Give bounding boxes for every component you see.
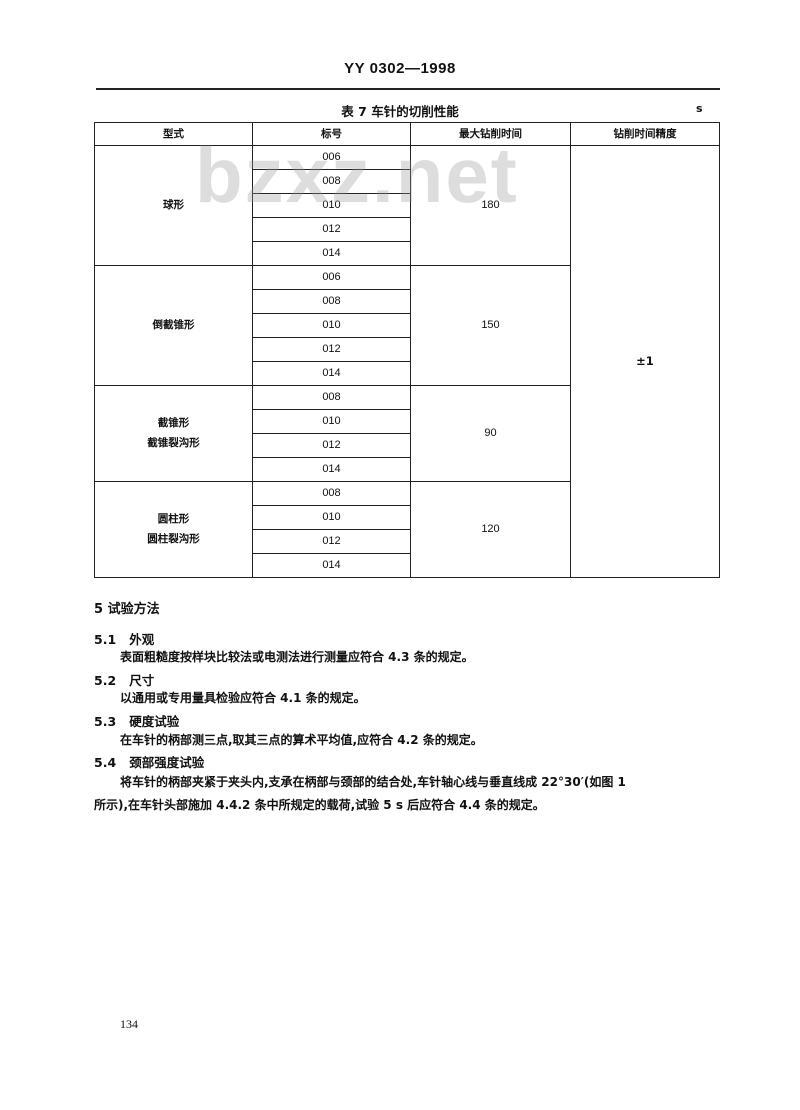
subsection-5-2-text: 以通用或专用量具检验应符合 4.1 条的规定。 bbox=[120, 691, 366, 705]
cutting-performance-table: 型式 标号 最大钻削时间 钻削时间精度 球形 006 180 ±1 008 01… bbox=[94, 122, 720, 578]
code-cell: 010 bbox=[252, 409, 411, 434]
code-cell: 008 bbox=[252, 289, 411, 314]
column-header-type: 型式 bbox=[94, 122, 253, 146]
code-cell: 010 bbox=[252, 505, 411, 530]
code-cell: 008 bbox=[252, 385, 411, 410]
max-time-cell: 150 bbox=[410, 265, 571, 386]
subsection-number: 5.4 bbox=[94, 755, 117, 770]
column-header-precision: 钻削时间精度 bbox=[570, 122, 720, 146]
subsection-5-4-text-line1: 将车针的柄部夹紧于夹头内,支承在柄部与颈部的结合处,车针轴心线与垂直线成 22°… bbox=[120, 775, 626, 789]
header-rule bbox=[96, 88, 720, 90]
code-cell: 014 bbox=[252, 361, 411, 386]
page-number: 134 bbox=[120, 1017, 138, 1031]
table-row: 014 bbox=[95, 457, 720, 482]
column-header-code: 标号 bbox=[252, 122, 411, 146]
table-row: 012 bbox=[95, 529, 720, 554]
table-row: 012 bbox=[95, 217, 720, 242]
table-row: 倒截锥形 006 150 bbox=[94, 265, 720, 386]
subsection-5-1-text: 表面粗糙度按样块比较法或电测法进行测量应符合 4.3 条的规定。 bbox=[120, 650, 474, 664]
subsection-title: 尺寸 bbox=[129, 673, 155, 688]
type-cell: 截锥形 截锥裂沟形 bbox=[94, 385, 253, 482]
code-cell: 014 bbox=[252, 241, 411, 266]
table-row: 010 bbox=[95, 313, 720, 338]
code-cell: 012 bbox=[252, 337, 411, 362]
code-cell: 008 bbox=[252, 169, 411, 194]
code-cell: 008 bbox=[252, 481, 411, 506]
precision-cell: ±1 bbox=[570, 145, 720, 578]
type-label: 倒截锥形 bbox=[152, 318, 195, 331]
type-label: 圆柱形 bbox=[157, 512, 190, 525]
table-row: 008 bbox=[95, 169, 720, 194]
subsection-number: 5.1 bbox=[94, 632, 117, 647]
subsection-number: 5.3 bbox=[94, 714, 117, 729]
subsection-5-4-text-line2: 所示),在车针头部施加 4.4.2 条中所规定的载荷,试验 5 s 后应符合 4… bbox=[94, 798, 545, 812]
code-cell: 014 bbox=[252, 457, 411, 482]
table-header-row: 型式 标号 最大钻削时间 钻削时间精度 bbox=[94, 122, 720, 146]
table-row: 截锥形 截锥裂沟形 008 90 bbox=[94, 385, 720, 482]
code-cell: 010 bbox=[252, 313, 411, 338]
subsection-title: 颈部强度试验 bbox=[129, 755, 205, 770]
table-row: 圆柱形 圆柱裂沟形 008 120 bbox=[94, 481, 720, 578]
subsection-title: 外观 bbox=[129, 632, 155, 647]
type-label: 截锥裂沟形 bbox=[147, 436, 200, 449]
subsection-title: 硬度试验 bbox=[129, 714, 180, 729]
max-time-cell: 180 bbox=[410, 145, 571, 266]
code-cell: 010 bbox=[252, 193, 411, 218]
code-cell: 012 bbox=[252, 217, 411, 242]
code-cell: 012 bbox=[252, 433, 411, 458]
standard-code-header: YY 0302—1998 bbox=[344, 60, 456, 77]
subsection-5-3-text: 在车针的柄部测三点,取其三点的算术平均值,应符合 4.2 条的规定。 bbox=[120, 733, 483, 747]
type-cell: 倒截锥形 bbox=[94, 265, 253, 386]
code-cell: 012 bbox=[252, 529, 411, 554]
subsection-5-4-heading: 5.4 颈部强度试验 bbox=[94, 752, 204, 771]
subsection-5-2-heading: 5.2 尺寸 bbox=[94, 670, 154, 689]
subsection-5-3-heading: 5.3 硬度试验 bbox=[94, 711, 179, 730]
max-time-cell: 120 bbox=[410, 481, 571, 578]
subsection-5-1-heading: 5.1 外观 bbox=[94, 629, 154, 648]
table-row: 010 bbox=[95, 193, 720, 218]
subsection-number: 5.2 bbox=[94, 673, 117, 688]
type-label: 圆柱裂沟形 bbox=[147, 532, 200, 545]
type-label: 截锥形 bbox=[157, 416, 190, 429]
code-cell: 006 bbox=[252, 265, 411, 290]
code-cell: 014 bbox=[252, 553, 411, 578]
watermark: bzxz.net bbox=[195, 131, 519, 219]
table-caption: 表 7 车针的切削性能 bbox=[341, 104, 459, 119]
table-row: 球形 006 180 ±1 bbox=[94, 145, 720, 578]
table-row: 014 bbox=[95, 553, 720, 578]
type-cell: 圆柱形 圆柱裂沟形 bbox=[94, 481, 253, 578]
max-time-cell: 90 bbox=[410, 385, 571, 482]
section-heading: 5 试验方法 bbox=[94, 602, 160, 617]
type-label: 球形 bbox=[163, 198, 184, 211]
table-unit: s bbox=[696, 102, 703, 115]
